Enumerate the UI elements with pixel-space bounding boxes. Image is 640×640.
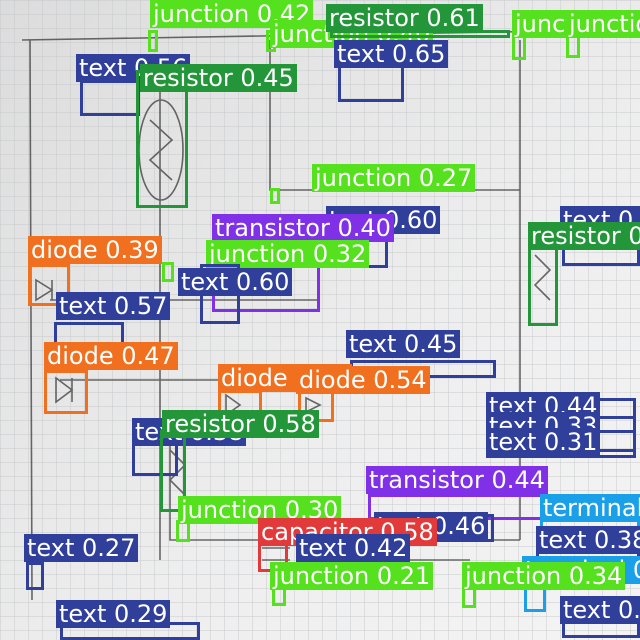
diode-detection-label: diode 0.39 (28, 236, 162, 264)
terminal-detection-label: terminal 0.51 (540, 494, 640, 522)
text-detection-label: text 0.27 (24, 534, 139, 562)
text-detection-label: text 0.60 (178, 268, 293, 296)
transistor-detection-label: transistor 0.44 (366, 466, 548, 494)
junction-detection-label: junction 0.27 (312, 164, 476, 192)
capacitor-detection-label: capacitor 0.58 (258, 518, 437, 546)
diode-detection-label: diode 0.47 (44, 342, 178, 370)
text-detection-label: text 0.38 (560, 596, 640, 624)
diode-detection-box (28, 264, 70, 306)
text-detection-label: text 0.42 (296, 534, 411, 562)
diode-detection-box (44, 370, 88, 414)
junction-detection-box (270, 188, 280, 204)
junction-detection-box (162, 262, 174, 282)
junction-detection-label: junction 0.21 (270, 562, 434, 590)
resistor-detection-label: resistor 0.58 (162, 410, 319, 438)
text-detection-label: text 0.38 (536, 526, 640, 554)
text-detection-box (80, 80, 140, 116)
transistor-detection-label: transistor 0.40 (212, 214, 394, 242)
junction-detection-label: junction 0.35 (566, 10, 640, 38)
text-detection-label: text 0.57 (56, 292, 171, 320)
resistor-detection-label: resistor 0.61 (326, 4, 483, 32)
resistor-detection-box (528, 244, 558, 326)
text-detection-label: text 0.65 (334, 40, 449, 68)
junction-detection-label: junction 0.32 (206, 240, 370, 268)
text-detection-box (26, 562, 44, 590)
resistor-detection-label: resistor 0.55 (528, 222, 640, 250)
diode-detection-label: diode 0.54 (296, 366, 430, 394)
text-detection-label: text 0.29 (56, 600, 171, 628)
junction-detection-label: junction 0.34 (462, 562, 626, 590)
text-detection-label: text 0.45 (346, 330, 461, 358)
resistor-detection-label: resistor 0.45 (140, 64, 297, 92)
text-detection-label: text 0.31 (486, 428, 601, 456)
junction-detection-box (148, 30, 158, 52)
